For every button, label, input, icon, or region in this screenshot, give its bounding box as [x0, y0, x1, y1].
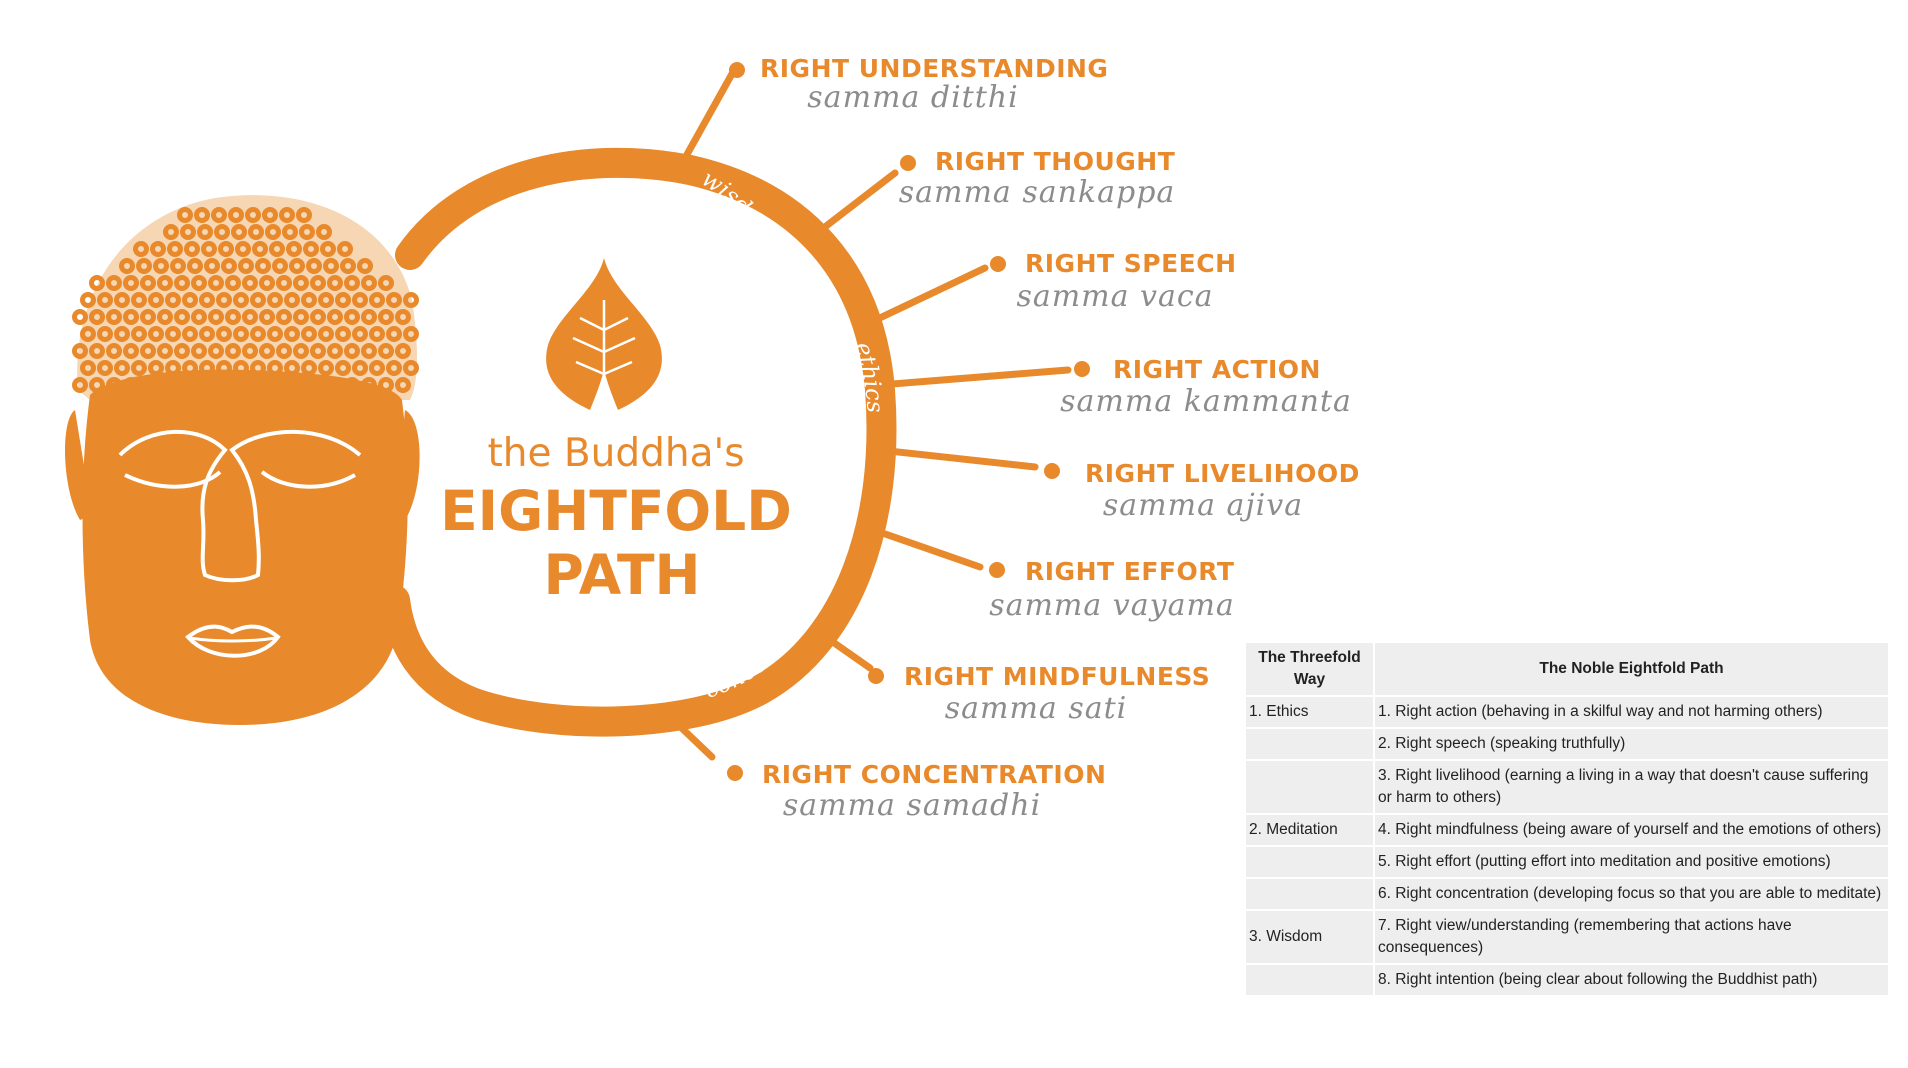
table-row: 5. Right effort (putting effort into med…: [1246, 847, 1888, 877]
path-label-pali: samma ditthi: [807, 80, 1018, 115]
path-dot: [989, 562, 1005, 578]
bodhi-leaf-icon: [546, 258, 662, 410]
path-label-pali: samma vayama: [989, 588, 1235, 623]
path-label-english: RIGHT CONCENTRATION: [762, 760, 1106, 789]
table-row: 2. Meditation 4. Right mindfulness (bein…: [1246, 815, 1888, 845]
buddha-head-icon: [64, 195, 420, 725]
table-cell: 4. Right mindfulness (being aware of you…: [1375, 815, 1888, 845]
table-cell: 6. Right concentration (developing focus…: [1375, 879, 1888, 909]
path-dot: [729, 62, 745, 78]
table-cell: 3. Wisdom: [1246, 911, 1373, 963]
path-labels: RIGHT UNDERSTANDING samma ditthi RIGHT T…: [727, 54, 1360, 823]
path-dot: [868, 668, 884, 684]
path-label-pali: samma kammanta: [1060, 384, 1352, 419]
path-label-english: RIGHT EFFORT: [1025, 557, 1234, 586]
table-row: 2. Right speech (speaking truthfully): [1246, 729, 1888, 759]
path-ring: [380, 147, 897, 737]
spoke-right-action: [876, 366, 1072, 389]
spoke-right-mindfulness: [826, 636, 874, 672]
table-header: The Noble Eightfold Path: [1375, 643, 1888, 695]
table-cell: 1. Right action (behaving in a skilful w…: [1375, 697, 1888, 727]
table-cell: [1246, 761, 1373, 813]
path-dot: [990, 256, 1006, 272]
path-label-pali: samma ajiva: [1103, 488, 1303, 523]
path-label-english: RIGHT THOUGHT: [935, 147, 1175, 176]
path-label-english: RIGHT UNDERSTANDING: [760, 54, 1108, 83]
table-cell: [1246, 879, 1373, 909]
table-cell: 3. Right livelihood (earning a living in…: [1375, 761, 1888, 813]
spoke-right-speech: [861, 264, 989, 329]
table-cell: 2. Meditation: [1246, 815, 1373, 845]
path-label-pali: samma vaca: [1016, 279, 1213, 314]
table-header: The Threefold Way: [1246, 643, 1373, 695]
path-label-english: RIGHT SPEECH: [1025, 249, 1237, 278]
table-row: 6. Right concentration (developing focus…: [1246, 879, 1888, 909]
table-cell: 2. Right speech (speaking truthfully): [1375, 729, 1888, 759]
title-line1: the Buddha's: [487, 431, 744, 476]
path-dot: [1044, 463, 1060, 479]
table-cell: [1246, 847, 1373, 877]
table-cell: 7. Right view/understanding (remembering…: [1375, 911, 1888, 963]
table-cell: [1246, 729, 1373, 759]
threefold-way-table: The Threefold Way The Noble Eightfold Pa…: [1244, 641, 1890, 997]
table-row: 8. Right intention (being clear about fo…: [1246, 965, 1888, 995]
spoke-right-livelihood: [876, 446, 1039, 471]
path-label-pali: samma sankappa: [899, 175, 1176, 210]
spoke-right-understanding: [676, 68, 737, 171]
path-dot: [900, 155, 916, 171]
title-line2: EIGHTFOLD: [440, 479, 792, 543]
title-line3: PATH: [543, 543, 700, 607]
table-header-row: The Threefold Way The Noble Eightfold Pa…: [1246, 643, 1888, 695]
table-cell: 5. Right effort (putting effort into med…: [1375, 847, 1888, 877]
table-cell: [1246, 965, 1373, 995]
path-label-english: RIGHT MINDFULNESS: [904, 662, 1210, 691]
path-dot: [1074, 361, 1090, 377]
table-cell: 1. Ethics: [1246, 697, 1373, 727]
path-label-pali: samma sati: [945, 691, 1128, 726]
spoke-right-effort: [864, 524, 984, 571]
path-label-pali: samma samadhi: [783, 788, 1041, 823]
path-label-english: RIGHT ACTION: [1113, 355, 1321, 384]
table-row: 3. Wisdom 7. Right view/understanding (r…: [1246, 911, 1888, 963]
table-row: 1. Ethics 1. Right action (behaving in a…: [1246, 697, 1888, 727]
path-label-english: RIGHT LIVELIHOOD: [1085, 459, 1360, 488]
path-dot: [727, 765, 743, 781]
table-cell: 8. Right intention (being clear about fo…: [1375, 965, 1888, 995]
table-row: 3. Right livelihood (earning a living in…: [1246, 761, 1888, 813]
